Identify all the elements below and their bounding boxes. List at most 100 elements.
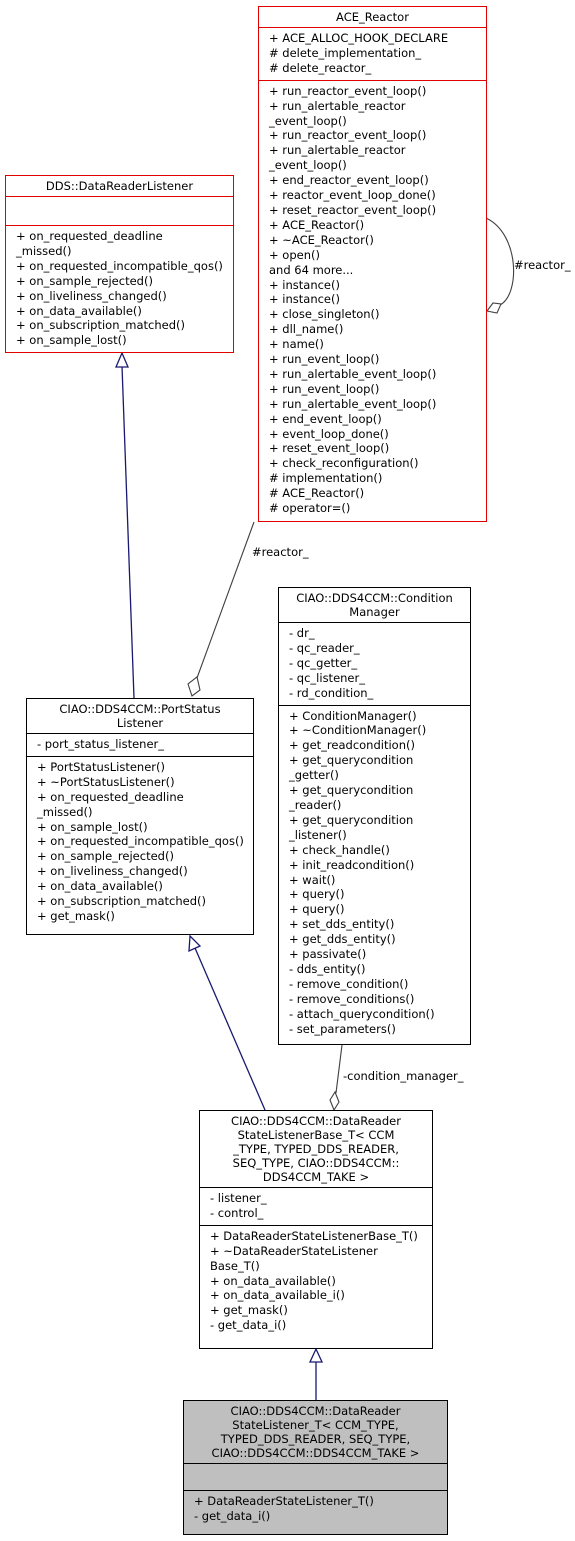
class-member: + on_requested_deadline xyxy=(16,229,163,243)
class-member: + reset_reactor_event_loop() xyxy=(269,202,437,217)
class-member: + get_mask() xyxy=(37,908,115,923)
class-member: + check_reconfiguration() xyxy=(269,456,419,471)
inheritance-arrowhead-base xyxy=(308,1347,324,1363)
class-member: + ~PortStatusListener() xyxy=(37,774,175,789)
class-member: + ConditionManager() xyxy=(289,708,417,723)
class-member: + on_data_available() xyxy=(210,1273,336,1288)
association-edge-reactor-self xyxy=(485,217,515,306)
class-title: DDS::DataReaderListener xyxy=(45,179,194,193)
class-member: + get_mask() xyxy=(210,1303,288,1318)
class-member: - dds_entity() xyxy=(289,961,366,976)
class-member: + run_alertable_reactor xyxy=(269,98,406,113)
class-title: CIAO::DDS4CCM::PortStatus Listener xyxy=(59,702,221,730)
methods-section: + PortStatusListener()+ ~PortStatusListe… xyxy=(27,755,253,928)
class-member: + ~ConditionManager() xyxy=(289,723,427,738)
methods-section: + DataReaderStateListener_T()- get_data_… xyxy=(184,1490,447,1528)
class-member: + get_querycondition xyxy=(289,753,414,768)
class-member: + ACE_ALLOC_HOOK_DECLARE xyxy=(269,31,449,45)
class-member: + run_event_loop() xyxy=(269,381,380,396)
class-member: - dr_ xyxy=(289,626,315,640)
inheritance-arrowhead-port xyxy=(188,934,202,953)
class-member: + on_data_available() xyxy=(16,303,142,318)
class-member: + on_sample_lost() xyxy=(37,819,148,834)
class-member: + get_readcondition() xyxy=(289,738,415,753)
class-member: + get_querycondition xyxy=(289,783,414,798)
inheritance-edge-dds-port xyxy=(121,365,135,699)
class-member: + on_sample_lost() xyxy=(16,333,127,348)
class-member: + set_dds_entity() xyxy=(289,917,395,932)
association-edge-condition-base xyxy=(335,1044,343,1094)
class-member: + on_sample_rejected() xyxy=(37,849,174,864)
attributes-section: + ACE_ALLOC_HOOK_DECLARE# delete_impleme… xyxy=(259,27,486,80)
class-member: + get_dds_entity() xyxy=(289,932,396,947)
aggregation-diamond-base xyxy=(329,1090,340,1112)
class-member: _listener() xyxy=(289,827,347,842)
edge-label-reactor-self: #reactor_ xyxy=(514,258,571,272)
class-port-status-listener[interactable]: CIAO::DDS4CCM::PortStatus Listener - por… xyxy=(26,698,254,935)
class-member: + on_requested_incompatible_qos() xyxy=(37,834,244,849)
class-member: _event_loop() xyxy=(269,113,347,128)
class-member: + check_handle() xyxy=(289,842,390,857)
aggregation-diamond-port xyxy=(187,676,201,697)
class-member: + reactor_event_loop_done() xyxy=(269,188,436,203)
class-member: + on_sample_rejected() xyxy=(16,273,153,288)
class-member: + run_alertable_event_loop() xyxy=(269,396,437,411)
class-member: + ACE_Reactor() xyxy=(269,217,365,232)
class-member: - get_data_i() xyxy=(210,1318,287,1333)
class-member: + get_querycondition xyxy=(289,812,414,827)
class-member: + instance() xyxy=(269,292,340,307)
class-member: + ~ACE_Reactor() xyxy=(269,232,374,247)
class-member: + run_alertable_reactor xyxy=(269,143,406,158)
class-member: + reset_event_loop() xyxy=(269,441,390,456)
class-member: + on_requested_deadline xyxy=(37,789,184,804)
class-member: and 64 more... xyxy=(269,262,354,277)
class-member: - remove_condition() xyxy=(289,976,409,991)
class-member: + init_readcondition() xyxy=(289,857,415,872)
class-member: - get_data_i() xyxy=(194,1508,271,1523)
class-member: # delete_implementation_ xyxy=(269,45,422,60)
class-member: + ~DataReaderStateListener xyxy=(210,1243,378,1258)
class-state-listener-base[interactable]: CIAO::DDS4CCM::DataReader StateListenerB… xyxy=(199,1110,433,1349)
class-member: + DataReaderStateListener_T() xyxy=(194,1494,374,1508)
class-dds-datareaderlistener[interactable]: DDS::DataReaderListener + on_requested_d… xyxy=(5,175,234,353)
attributes-section: - port_status_listener_ xyxy=(27,733,253,756)
class-member: # delete_reactor_ xyxy=(269,60,372,75)
class-member: + run_event_loop() xyxy=(269,352,380,367)
class-member: Base_T() xyxy=(210,1258,260,1273)
class-member: - rd_condition_ xyxy=(289,685,374,700)
class-member: - qc_listener_ xyxy=(289,670,365,685)
inheritance-edge-port-base xyxy=(194,947,266,1111)
class-member: + end_reactor_event_loop() xyxy=(269,173,429,188)
class-member: - control_ xyxy=(210,1205,264,1220)
class-member: - attach_querycondition() xyxy=(289,1006,435,1021)
aggregation-diamond-reactor-self xyxy=(486,302,502,314)
class-member: + instance() xyxy=(269,277,340,292)
attributes-section: - listener_- control_ xyxy=(200,1187,432,1225)
class-member: - qc_reader_ xyxy=(289,640,360,655)
association-edge-reactor-port xyxy=(196,521,255,679)
class-member: # ACE_Reactor() xyxy=(269,486,365,501)
class-member: - qc_getter_ xyxy=(289,655,358,670)
class-member: + run_alertable_event_loop() xyxy=(269,366,437,381)
class-state-listener-focus[interactable]: CIAO::DDS4CCM::DataReader StateListener_… xyxy=(183,1400,448,1535)
class-ace-reactor[interactable]: ACE_Reactor + ACE_ALLOC_HOOK_DECLARE# de… xyxy=(258,6,487,522)
class-member: + query() xyxy=(289,887,345,902)
class-member: + run_reactor_event_loop() xyxy=(269,128,427,143)
class-member: # operator=() xyxy=(269,501,351,516)
class-member: + on_data_available_i() xyxy=(210,1288,345,1303)
class-condition-manager[interactable]: CIAO::DDS4CCM::Condition Manager - dr_- … xyxy=(278,587,471,1045)
class-member: - remove_conditions() xyxy=(289,991,415,1006)
class-member: - port_status_listener_ xyxy=(37,737,165,751)
class-member: + on_requested_incompatible_qos() xyxy=(16,258,223,273)
edge-label-condition-manager: -condition_manager_ xyxy=(343,1069,464,1083)
methods-section: + ConditionManager()+ ~ConditionManager(… xyxy=(279,704,470,1041)
methods-section: + run_reactor_event_loop()+ run_alertabl… xyxy=(259,79,486,520)
class-member: - set_parameters() xyxy=(289,1021,396,1036)
class-member: + end_event_loop() xyxy=(269,411,382,426)
class-member: _getter() xyxy=(289,768,339,783)
class-member: + name() xyxy=(269,337,324,352)
class-member: + PortStatusListener() xyxy=(37,759,165,774)
class-member: + event_loop_done() xyxy=(269,426,389,441)
class-member: + passivate() xyxy=(289,947,367,962)
